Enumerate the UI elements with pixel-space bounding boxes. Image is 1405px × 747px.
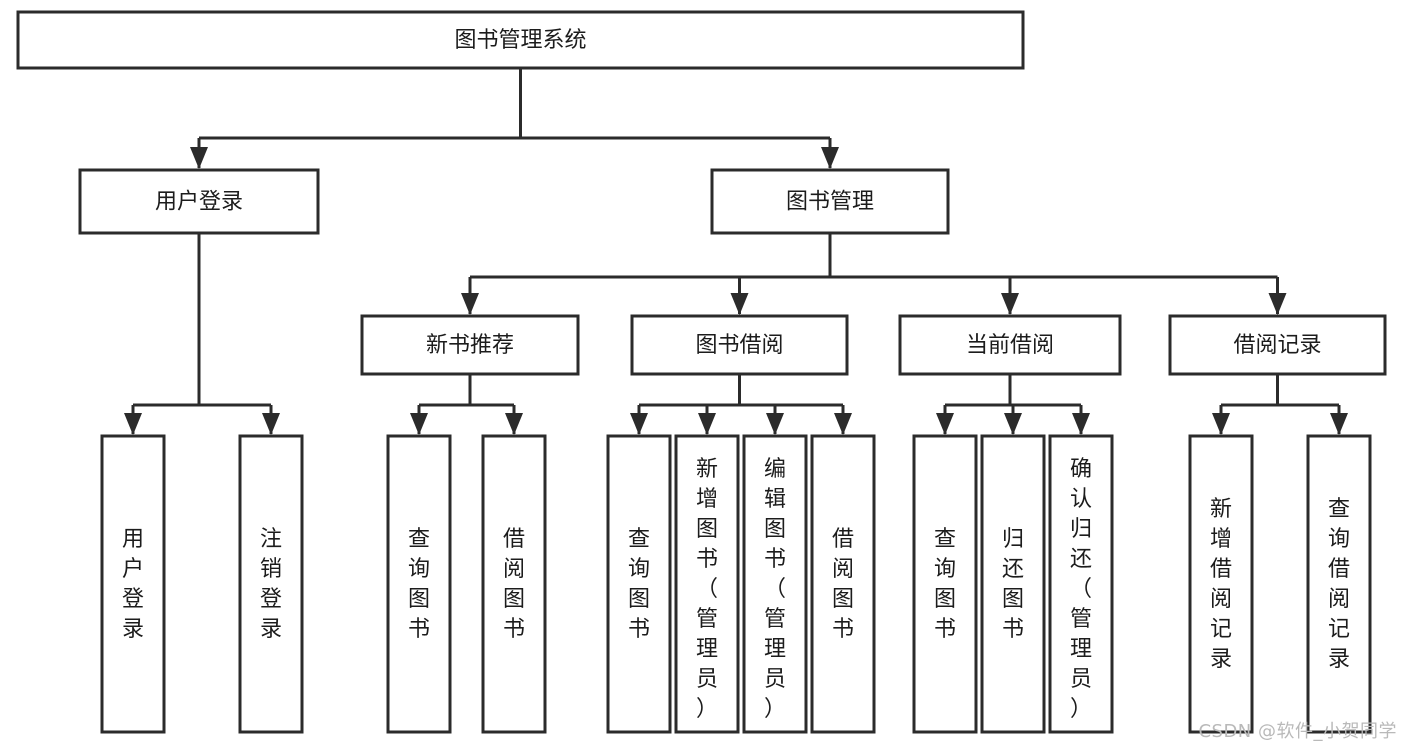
node-level3-0[interactable]: 新书推荐 <box>360 314 580 376</box>
node-leaf-5[interactable]: 新增图书（管理员） <box>674 434 740 734</box>
node-label: 图书借阅 <box>695 333 783 358</box>
arrow-head-icon <box>698 413 716 435</box>
node-leaf-3[interactable]: 借阅图书 <box>481 434 547 734</box>
node-box <box>78 168 320 235</box>
node-box <box>606 434 672 734</box>
node-leaf-6[interactable]: 编辑图书（管理员） <box>742 434 808 734</box>
node-box <box>386 434 452 734</box>
node-box <box>238 434 304 734</box>
node-label: 图书管理 <box>786 190 874 215</box>
arrow-head-icon <box>410 413 428 435</box>
node-label: 归还图书 <box>1002 527 1024 642</box>
node-label: 图书管理系统 <box>454 28 586 53</box>
node-leaf-11[interactable]: 新增借阅记录 <box>1188 434 1254 734</box>
node-label: 查询借阅记录 <box>1328 497 1350 672</box>
node-box <box>16 10 1025 70</box>
arrow-head-icon <box>1212 413 1230 435</box>
node-label: 借阅图书 <box>503 527 525 642</box>
node-level2-0[interactable]: 用户登录 <box>78 168 320 235</box>
arrow-head-icon <box>262 413 280 435</box>
arrow-head-icon <box>821 147 839 169</box>
arrow-head-icon <box>505 413 523 435</box>
node-box <box>360 314 580 376</box>
node-leaf-1[interactable]: 注销登录 <box>238 434 304 734</box>
node-label: 借阅记录 <box>1233 333 1321 358</box>
arrow-head-icon <box>124 413 142 435</box>
node-box <box>898 314 1122 376</box>
node-box <box>481 434 547 734</box>
node-root-图书管理系统[interactable]: 图书管理系统 <box>16 10 1025 70</box>
node-label: 用户登录 <box>122 527 144 642</box>
connector-layer <box>124 68 1348 435</box>
node-box <box>1168 314 1387 376</box>
arrow-head-icon <box>1330 413 1348 435</box>
node-box <box>1048 434 1114 734</box>
node-label: 确认归还（管理员） <box>1070 457 1092 722</box>
node-label: 查询图书 <box>628 527 650 642</box>
node-leaf-10[interactable]: 确认归还（管理员） <box>1048 434 1114 734</box>
node-box <box>1188 434 1254 734</box>
arrow-head-icon <box>1268 293 1287 315</box>
node-level3-2[interactable]: 当前借阅 <box>898 314 1122 376</box>
node-level3-3[interactable]: 借阅记录 <box>1168 314 1387 376</box>
node-box <box>630 314 849 376</box>
node-leaf-7[interactable]: 借阅图书 <box>810 434 876 734</box>
node-box <box>742 434 808 734</box>
arrow-head-icon <box>766 413 784 435</box>
node-label: 查询图书 <box>408 527 430 642</box>
node-leaf-9[interactable]: 归还图书 <box>980 434 1046 734</box>
node-label: 新书推荐 <box>426 333 514 358</box>
node-label: 新增图书（管理员） <box>696 457 718 722</box>
node-label: 用户登录 <box>155 190 243 215</box>
node-label: 新增借阅记录 <box>1210 497 1232 672</box>
node-box <box>710 168 950 235</box>
node-leaf-2[interactable]: 查询图书 <box>386 434 452 734</box>
arrow-head-icon <box>834 413 852 435</box>
node-label: 编辑图书（管理员） <box>764 457 786 722</box>
node-label: 借阅图书 <box>832 527 854 642</box>
node-box <box>100 434 166 734</box>
watermark-label: CSDN @软件_小贺同学 <box>1198 721 1397 742</box>
arrow-head-icon <box>1072 413 1090 435</box>
arrow-head-icon <box>730 293 749 315</box>
arrow-head-icon <box>630 413 648 435</box>
node-label: 当前借阅 <box>966 333 1054 358</box>
node-leaf-0[interactable]: 用户登录 <box>100 434 166 734</box>
node-level3-1[interactable]: 图书借阅 <box>630 314 849 376</box>
node-layer: 图书管理系统用户登录图书管理新书推荐图书借阅当前借阅借阅记录用户登录注销登录查询… <box>16 10 1387 734</box>
arrow-head-icon <box>1004 413 1022 435</box>
node-box <box>980 434 1046 734</box>
node-label: 查询图书 <box>934 527 956 642</box>
node-label: 注销登录 <box>260 527 282 642</box>
node-box <box>674 434 740 734</box>
arrow-head-icon <box>1001 293 1019 315</box>
node-leaf-4[interactable]: 查询图书 <box>606 434 672 734</box>
node-leaf-12[interactable]: 查询借阅记录 <box>1306 434 1372 734</box>
node-leaf-8[interactable]: 查询图书 <box>912 434 978 734</box>
arrow-head-icon <box>936 413 954 435</box>
node-level2-1[interactable]: 图书管理 <box>710 168 950 235</box>
node-box <box>912 434 978 734</box>
node-box <box>810 434 876 734</box>
arrow-head-icon <box>461 293 479 315</box>
node-box <box>1306 434 1372 734</box>
arrow-head-icon <box>190 147 208 169</box>
